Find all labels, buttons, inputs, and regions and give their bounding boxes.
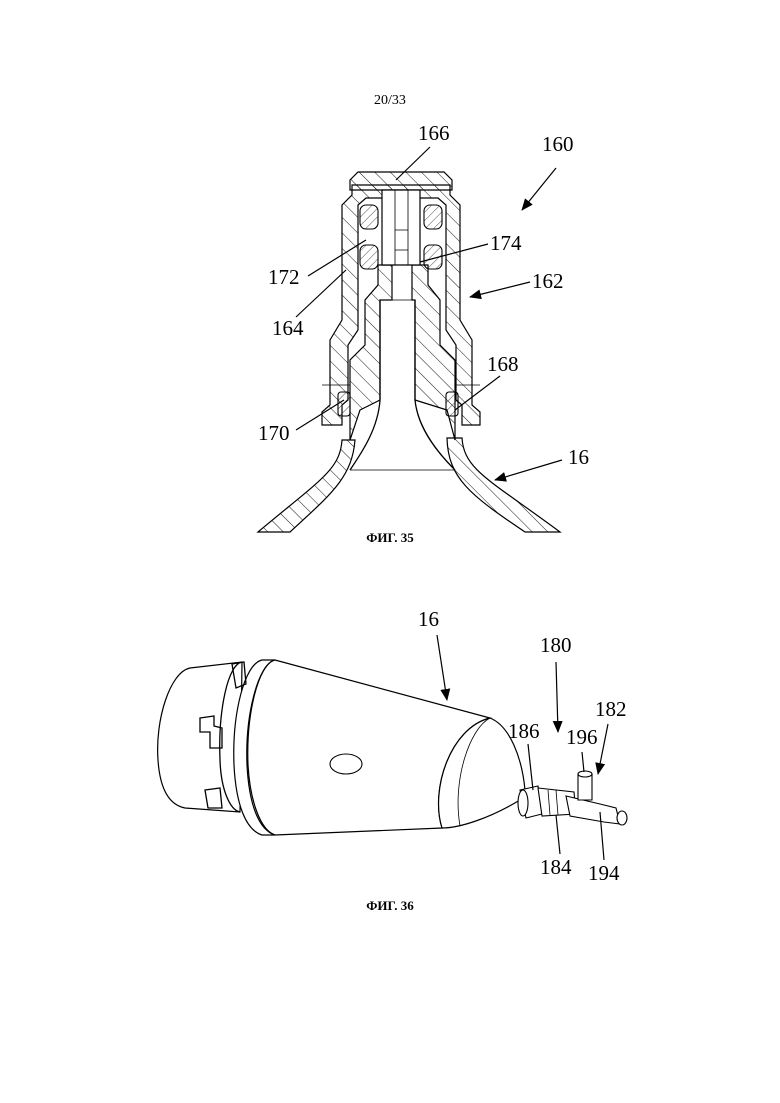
ref-label-172: 172 [268,265,300,289]
clip-ring-left [338,392,350,416]
t-piece [566,796,620,824]
vertical-stub [578,774,592,800]
ref-label-184: 184 [540,855,572,879]
o-ring-left-top [360,205,378,229]
ref-label-16-fig35: 16 [568,445,589,469]
o-ring-left-bottom [360,245,378,269]
ref-label-196: 196 [566,725,598,749]
ref-label-180: 180 [540,633,572,657]
valve-body [382,190,420,265]
cylinder-window [330,754,362,774]
ref-label-16-fig36: 16 [418,607,439,631]
ref-label-168: 168 [487,352,519,376]
ref-label-164: 164 [272,316,304,340]
ref-label-160: 160 [542,132,574,156]
ref-label-182: 182 [595,697,627,721]
figure-36-caption: ФИГ. 36 [0,898,780,914]
clip-ring-right [446,392,458,416]
ref-label-170: 170 [258,421,290,445]
o-ring-right-top [424,205,442,229]
fig36-drawing: 16 180 182 186 196 184 194 [158,607,627,885]
figure-35-caption: ФИГ. 35 [0,530,780,546]
ref-label-186: 186 [508,719,540,743]
ref-label-194: 194 [588,861,620,885]
bottle-wall-left [258,440,355,532]
ref-label-162: 162 [532,269,564,293]
bottle-wall-right [447,438,560,532]
ref-label-174: 174 [490,231,522,255]
fig35-drawing: 166 160 174 172 162 164 168 170 16 [258,121,589,532]
cylinder-collar [158,662,242,812]
ref-label-166: 166 [418,121,450,145]
